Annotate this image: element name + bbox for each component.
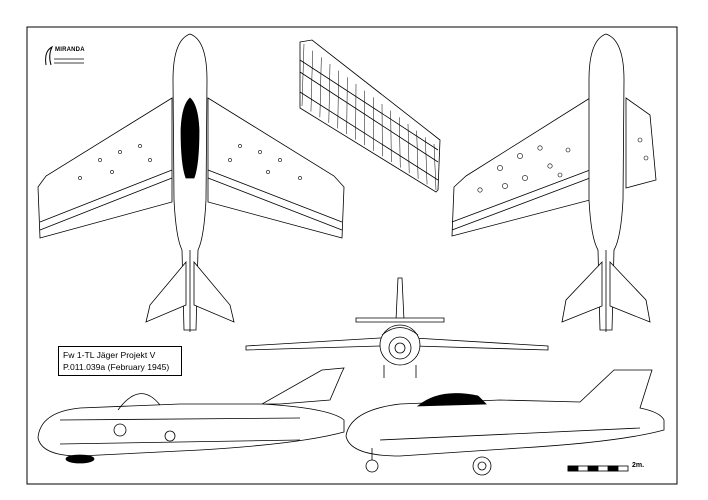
bottom-view xyxy=(451,33,657,332)
side-view-profile xyxy=(345,369,665,476)
scale-label: 2m. xyxy=(632,462,645,469)
miranda-logo-icon xyxy=(45,45,84,66)
wing-rib-line xyxy=(390,110,392,163)
wing-rib-line xyxy=(319,57,322,118)
wing-rib-line xyxy=(337,70,339,129)
caption-subtitle: P.011.039a (February 1945) xyxy=(63,362,170,372)
caption-title: Fw 1-TL Jäger Projekt V xyxy=(63,350,156,360)
sheet-frame xyxy=(26,26,678,485)
wing-rib-line xyxy=(425,137,428,185)
side-view-cutaway xyxy=(37,367,345,464)
caption-box: Fw 1-TL Jäger Projekt V P.011.039a (Febr… xyxy=(58,346,182,376)
wing-rib-line xyxy=(399,117,401,168)
logo-text: MIRANDA xyxy=(55,47,85,53)
wing-rib-line xyxy=(416,130,419,179)
wing-rib-line xyxy=(301,43,305,107)
wing-rib-line xyxy=(433,143,437,191)
top-view xyxy=(37,33,345,332)
wing-rib-line xyxy=(346,77,348,135)
wing-rib-line xyxy=(407,123,410,174)
wing-detail-view xyxy=(299,39,441,193)
scale-bar xyxy=(567,465,629,472)
wing-rib-line xyxy=(310,50,313,112)
wing-rib-line xyxy=(328,63,331,123)
front-view xyxy=(245,277,549,378)
